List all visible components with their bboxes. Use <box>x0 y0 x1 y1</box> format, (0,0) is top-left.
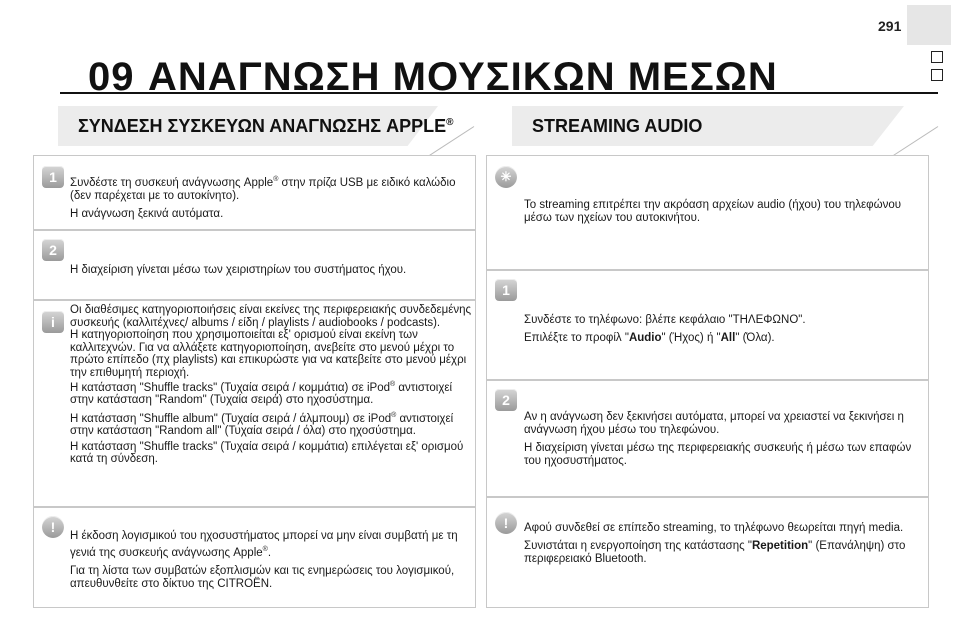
left-warning-box: ! Η έκδοση λογισμικού του ηχοσυστήματος … <box>33 507 476 608</box>
left-section-heading: ΣΥΝΔΕΣΗ ΣΥΣΚΕΥΩΝ ΑΝΑΓΝΩΣΗΣ APPLE® <box>78 116 454 137</box>
left-step1-line1-a: Συνδέστε τη συσκευή ανάγνωσης Apple <box>70 176 274 189</box>
right-tip-p1: Το streaming επιτρέπει την ακρόαση αρχεί… <box>524 199 902 224</box>
right-warning-text: Αφού συνδεθεί σε επίπεδο streaming, το τ… <box>524 522 920 571</box>
left-warning-text: Η έκδοση λογισμικού του ηχοσυστήματος μπ… <box>70 530 474 596</box>
left-warning-p1-a: Η έκδοση λογισμικού του ηχοσυστήματος μπ… <box>70 530 458 559</box>
right-tip-text: Το streaming επιτρέπει την ακρόαση αρχεί… <box>524 199 904 230</box>
step-2-badge: 2 <box>42 239 64 261</box>
right-step1-p2-c: " (Ήχος) ή " <box>661 332 721 344</box>
step-2-badge-right: 2 <box>495 389 517 411</box>
left-info-p3-a: Η κατάσταση "Shuffle tracks" (Τυχαία σει… <box>70 381 391 394</box>
right-step1-p2-a: Επιλέξτε το προφίλ " <box>524 332 629 344</box>
left-step1-sup: ® <box>273 176 279 183</box>
right-step1-text: Συνδέστε το τηλέφωνο: βλέπε κεφάλαιο "ΤΗ… <box>524 314 920 350</box>
left-heading-sup: ® <box>446 117 454 128</box>
step-1-badge-right: 1 <box>495 279 517 301</box>
left-step1-text: Συνδέστε τη συσκευή ανάγνωσης Apple® στη… <box>70 173 466 226</box>
right-step2-p1: Αν η ανάγνωση δεν ξεκινήσει αυτόματα, μπ… <box>524 411 904 436</box>
right-warning-p2-c: " (Επανάληψη) στο περιφερειακό Bluetooth… <box>524 540 906 565</box>
left-info-p1: Οι διαθέσιμες κατηγοριοποιήσεις είναι εκ… <box>70 304 472 329</box>
warning-badge: ! <box>42 516 64 538</box>
left-heading-text: ΣΥΝΔΕΣΗ ΣΥΣΚΕΥΩΝ ΑΝΑΓΝΩΣΗΣ APPLE <box>78 116 447 136</box>
right-warning-p2-a: Συνιστάται η ενεργοποίηση της κατάστασης… <box>524 540 752 552</box>
corner-square-top <box>931 51 943 63</box>
left-info-p3: Η κατάσταση "Shuffle tracks" (Τυχαία σει… <box>70 379 474 407</box>
right-step1-p2-d: " (Όλα). <box>735 332 775 344</box>
right-step2-p2: Η διαχείριση γίνεται μέσω της περιφερεια… <box>524 442 912 467</box>
right-step2-box: 2 Αν η ανάγνωση δεν ξεκινήσει αυτόματα, … <box>486 380 929 497</box>
left-info-p4: Η κατάσταση "Shuffle album" (Τυχαία σειρ… <box>70 410 474 438</box>
right-section-header: STREAMING AUDIO <box>512 106 939 160</box>
left-step2-line1: Η διαχείριση γίνεται μέσω των χειριστηρί… <box>70 264 407 276</box>
all-profile-label: All <box>720 332 736 344</box>
right-step1-p1: Συνδέστε το τηλέφωνο: βλέπε κεφάλαιο "ΤΗ… <box>524 314 806 326</box>
page-corner-tab <box>907 5 951 45</box>
left-info-p3-sup: ® <box>390 381 396 388</box>
left-info-box: i Οι διαθέσιμες κατηγοριοποιήσεις είναι … <box>33 300 476 507</box>
left-section-header: ΣΥΝΔΕΣΗ ΣΥΣΚΕΥΩΝ ΑΝΑΓΝΩΣΗΣ APPLE® <box>58 106 475 160</box>
left-step1-line2: Η ανάγνωση ξεκινά αυτόματα. <box>70 207 224 220</box>
chapter-number: 09 <box>88 55 135 99</box>
left-info-p4-sup: ® <box>391 411 397 419</box>
left-header-bar <box>58 106 438 146</box>
repetition-label: Repetition <box>751 540 809 552</box>
left-warning-p1: Η έκδοση λογισμικού του ηχοσυστήματος μπ… <box>70 530 474 560</box>
left-warning-p1-b: . <box>267 546 272 559</box>
right-warning-p2: Συνιστάται η ενεργοποίηση της κατάστασης… <box>524 540 920 566</box>
left-info-text: Οι διαθέσιμες κατηγοριοποιήσεις είναι εκ… <box>70 304 474 466</box>
right-warning-box: ! Αφού συνδεθεί σε επίπεδο streaming, το… <box>486 497 929 608</box>
tip-icon: ✳ <box>495 166 517 188</box>
title-rule <box>60 92 938 94</box>
step-1-badge: 1 <box>42 166 64 188</box>
left-info-p5: Η κατάσταση "Shuffle tracks" (Τυχαία σει… <box>70 440 464 466</box>
right-tip-box: ✳ Το streaming επιτρέπει την ακρόαση αρχ… <box>486 155 929 270</box>
left-info-p4-a: Η κατάσταση "Shuffle album" (Τυχαία σειρ… <box>70 412 392 425</box>
left-info-p4-b: αντιστοιχεί στην κατάσταση "Random all" … <box>70 412 454 438</box>
left-warning-p2: Για τη λίστα των συμβατών εξοπλισμών και… <box>70 564 455 590</box>
warning-badge-right: ! <box>495 512 517 534</box>
left-step1-line1-b: στην πρίζα USB με ειδικό καλώδιο (δεν πα… <box>70 176 456 202</box>
right-header-bar <box>512 106 904 146</box>
right-section-heading: STREAMING AUDIO <box>532 116 703 136</box>
left-info-p2: Η κατηγοριοποίηση που χρησιμοποιείται εξ… <box>70 329 467 379</box>
left-step1-line1: Συνδέστε τη συσκευή ανάγνωσης Apple® στη… <box>70 173 466 203</box>
right-step2-text: Αν η ανάγνωση δεν ξεκινήσει αυτόματα, μπ… <box>524 411 920 473</box>
right-step1-p2: Επιλέξτε το προφίλ "Audio" (Ήχος) ή "All… <box>524 332 920 345</box>
page-number: 291 <box>878 18 902 34</box>
info-badge: i <box>42 311 64 333</box>
left-warning-sup: ® <box>262 546 268 553</box>
left-step2-box: 2 Η διαχείριση γίνεται μέσω των χειριστη… <box>33 230 476 300</box>
left-step2-text: Η διαχείριση γίνεται μέσω των χειριστηρί… <box>70 264 466 282</box>
left-info-p3-b: αντιστοιχεί στην κατάσταση "Random" (Τυχ… <box>70 381 453 407</box>
left-step1-box: 1 Συνδέστε τη συσκευή ανάγνωσης Apple® σ… <box>33 155 476 230</box>
corner-square-bottom <box>931 69 943 81</box>
right-step1-box: 1 Συνδέστε το τηλέφωνο: βλέπε κεφάλαιο "… <box>486 270 929 380</box>
page-title: ΑΝΑΓΝΩΣΗ ΜΟΥΣΙΚΩΝ ΜΕΣΩΝ <box>148 55 778 99</box>
right-warning-p1: Αφού συνδεθεί σε επίπεδο streaming, το τ… <box>524 522 904 534</box>
audio-profile-label: Audio <box>628 332 662 344</box>
